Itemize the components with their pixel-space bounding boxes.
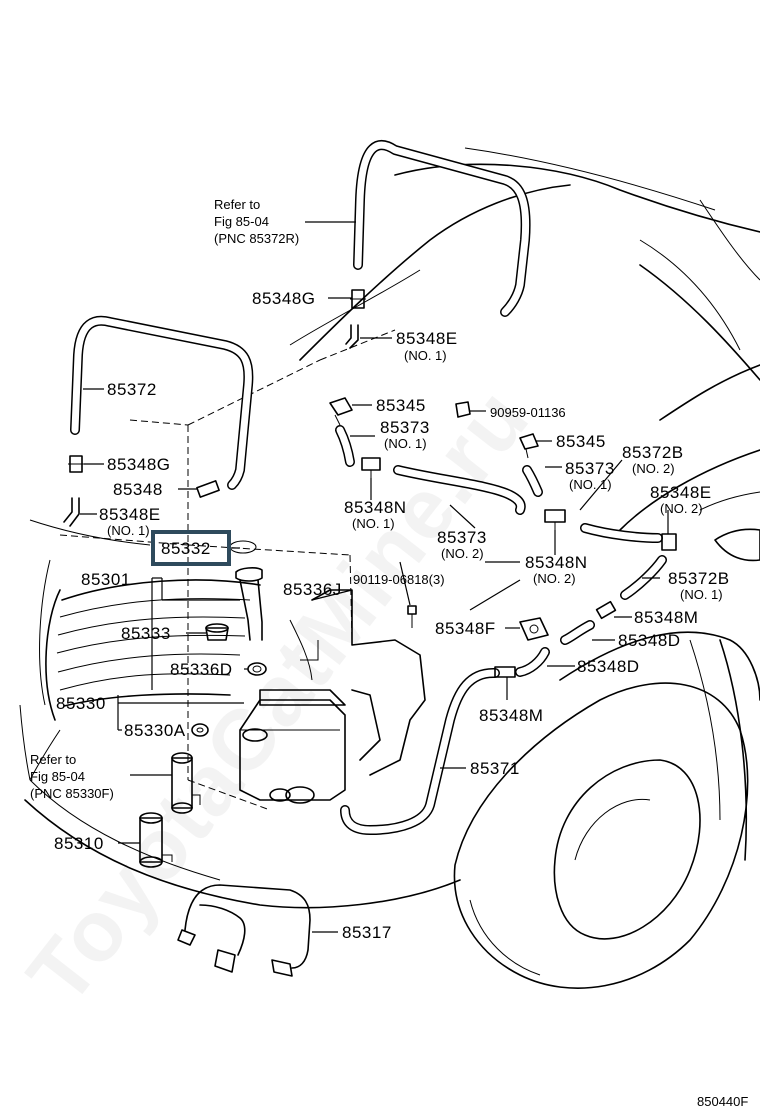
hose-85373-no1	[335, 425, 355, 467]
hose-85372B-no2	[580, 523, 663, 543]
washer-tank-85301	[239, 689, 346, 804]
label-85348E-left: 85348E	[99, 505, 161, 524]
label-85348N-a: 85348N	[344, 498, 407, 517]
ref-top-line2: Fig 85-04	[214, 214, 269, 229]
reference-note-left: Refer to Fig 85-04 (PNC 85330F)	[30, 752, 114, 801]
label-85330: 85330	[56, 694, 106, 713]
fender-outline	[559, 364, 760, 861]
label-85373-a: 85373	[380, 418, 430, 437]
nozzle-85345-b	[519, 433, 539, 459]
hose-85372R	[353, 140, 531, 317]
filler-neck-85332	[229, 540, 263, 641]
joint-85348M-bottom	[494, 666, 516, 678]
label-85345-b: 85345	[556, 432, 606, 451]
diagram-id: 850440F	[697, 1094, 748, 1109]
hose-85348D-short	[515, 647, 550, 677]
hose-85373-right	[522, 465, 543, 497]
label-85348: 85348	[113, 480, 163, 499]
label-85348E-top: 85348E	[396, 329, 458, 348]
bracket-85336J	[289, 589, 426, 776]
ref-top-line3: (PNC 85372R)	[214, 231, 299, 246]
label-85336J: 85336J	[283, 580, 342, 599]
label-85348E-left-sub: (NO. 1)	[107, 523, 150, 538]
elbow-85348E-left	[63, 497, 80, 527]
label-85348D-b: 85348D	[577, 657, 640, 676]
grommet-85330A	[191, 723, 209, 737]
label-85373-b-sub: (NO. 2)	[441, 546, 484, 561]
label-85373-b: 85373	[437, 528, 487, 547]
label-85372B-a: 85372B	[622, 443, 684, 462]
label-85348E-top-sub: (NO. 1)	[404, 348, 447, 363]
label-85330A: 85330A	[124, 721, 186, 740]
tire	[453, 682, 749, 989]
leader-lines	[80, 221, 669, 933]
part-labels: 85348G 85348E (NO. 1) 85372 85348G 85348…	[54, 289, 730, 942]
label-85348E-right-sub: (NO. 2)	[660, 501, 703, 516]
label-85372B-a-sub: (NO. 2)	[632, 461, 675, 476]
cap-85333	[205, 623, 229, 641]
pump-85310	[139, 812, 173, 868]
joint-85348G-left	[68, 455, 84, 473]
label-85372B-b-sub: (NO. 1)	[680, 587, 723, 602]
joint-85348N-no2	[544, 509, 566, 530]
label-85310: 85310	[54, 834, 104, 853]
label-85373-c: 85373	[565, 459, 615, 478]
valve-85348F	[519, 617, 549, 641]
ref-left-line2: Fig 85-04	[30, 769, 85, 784]
label-90959: 90959-01136	[490, 405, 566, 420]
hose-85371	[340, 668, 500, 835]
reference-note-top: Refer to Fig 85-04 (PNC 85372R)	[214, 197, 299, 246]
label-85373-a-sub: (NO. 1)	[384, 436, 427, 451]
joint-85348E-no2	[661, 533, 677, 551]
ref-top-line1: Refer to	[214, 197, 260, 212]
label-85345-a: 85345	[376, 396, 426, 415]
label-85348N-b: 85348N	[525, 553, 588, 572]
hose-85373-no2	[393, 465, 526, 515]
label-85348M-bottom: 85348M	[479, 706, 543, 725]
joint-85348N-no1	[361, 457, 381, 478]
front-grille	[19, 519, 461, 909]
label-85348G-left: 85348G	[107, 455, 171, 474]
label-85333: 85333	[121, 624, 171, 643]
label-90119: 90119-06818(3)	[353, 572, 445, 587]
screw-90119	[407, 605, 417, 628]
joint-85348G-top	[350, 289, 366, 309]
clip-90959	[455, 401, 471, 418]
label-85301: 85301	[81, 570, 131, 589]
label-85348M-right: 85348M	[634, 608, 698, 627]
label-85348F: 85348F	[435, 619, 496, 638]
label-85336D: 85336D	[170, 660, 233, 679]
label-85348E-right: 85348E	[650, 483, 712, 502]
ref-left-line3: (PNC 85330F)	[30, 786, 114, 801]
highlight-box-85332	[151, 530, 231, 566]
pump-85330	[171, 752, 201, 814]
hose-85372	[70, 315, 254, 490]
label-85348N-b-sub: (NO. 2)	[533, 571, 576, 586]
label-85371: 85371	[470, 759, 520, 778]
label-85348D-a: 85348D	[618, 631, 681, 650]
label-85372: 85372	[107, 380, 157, 399]
wire-harness-85317	[177, 884, 311, 977]
label-85372B-b: 85372B	[668, 569, 730, 588]
label-85373-c-sub: (NO. 1)	[569, 477, 612, 492]
hose-85348D	[560, 620, 595, 645]
label-85348G-top: 85348G	[252, 289, 316, 308]
ref-left-line1: Refer to	[30, 752, 76, 767]
label-85332: 85332	[161, 539, 211, 558]
elbow-85348E-top	[345, 324, 359, 349]
nozzle-85345-a	[329, 397, 353, 426]
joint-85348M-right	[595, 600, 617, 620]
label-85317: 85317	[342, 923, 392, 942]
joint-85348	[196, 480, 220, 498]
label-85348N-a-sub: (NO. 1)	[352, 516, 395, 531]
